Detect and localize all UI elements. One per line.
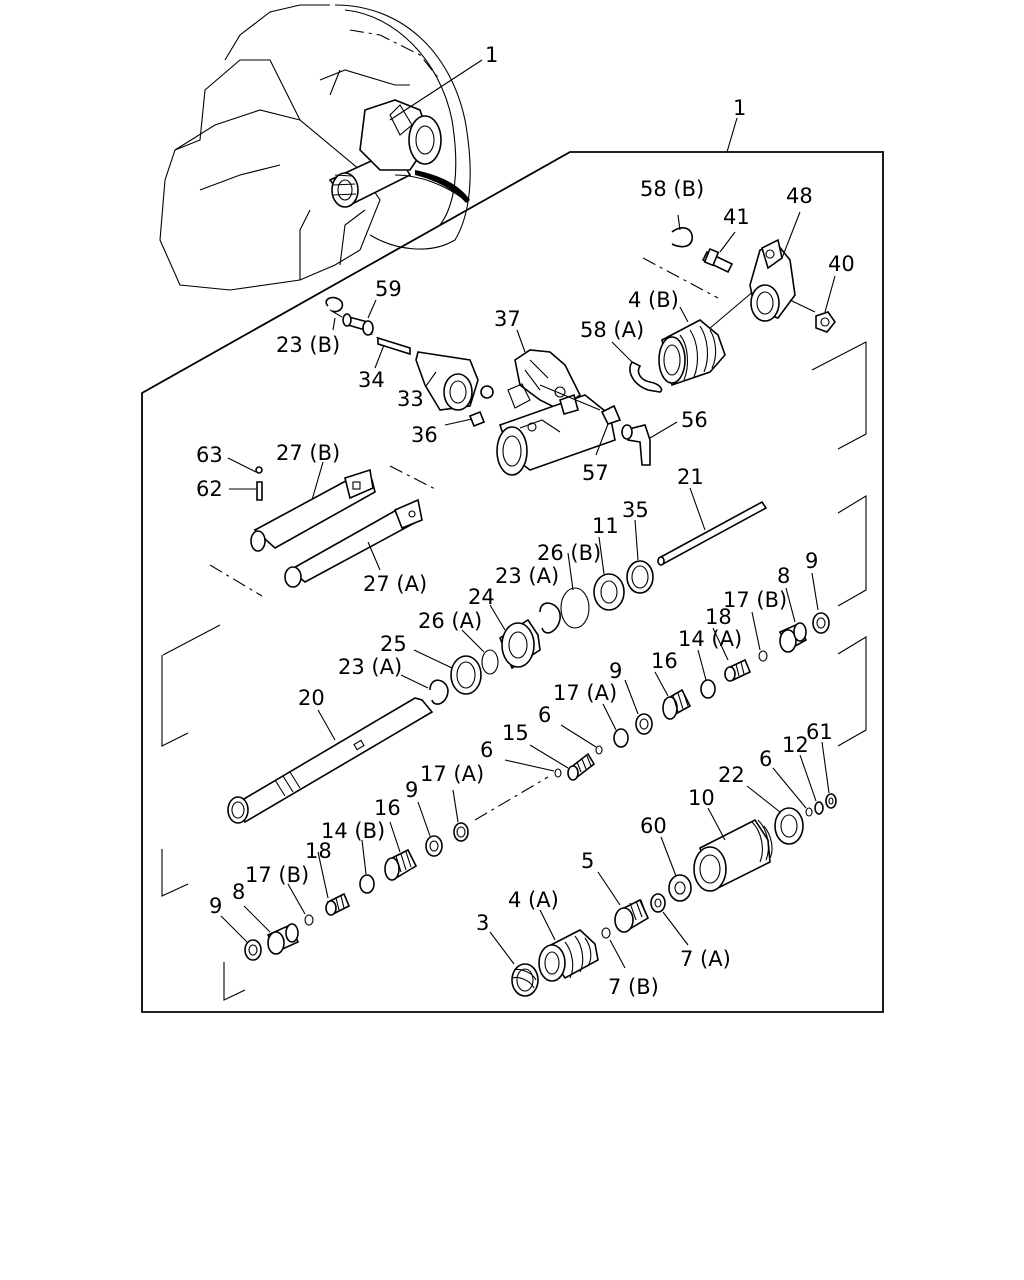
label-3: 3	[476, 911, 489, 935]
label-8-a: 8	[777, 564, 790, 588]
label-36: 36	[411, 423, 438, 447]
reference-brackets	[161, 341, 867, 1001]
label-4a: 4 (A)	[508, 888, 559, 912]
label-5: 5	[581, 849, 594, 873]
label-23a-2: 23 (A)	[338, 655, 402, 679]
label-6-c: 6	[759, 747, 772, 771]
label-25: 25	[380, 632, 407, 656]
lower-left-row-parts	[220, 776, 549, 961]
label-9-c: 9	[405, 778, 418, 802]
label-12: 12	[782, 733, 809, 757]
label-63: 63	[196, 443, 223, 467]
lower-right-parts	[489, 741, 837, 997]
label-7b: 7 (B)	[608, 975, 659, 999]
label-4b: 4 (B)	[628, 288, 679, 312]
label-6-b: 6	[480, 738, 493, 762]
shift-rods-27	[209, 457, 438, 597]
control-housing-assembly	[496, 329, 678, 476]
label-1-frame: 1	[733, 96, 746, 120]
right-row-parts	[504, 572, 830, 781]
label-15: 15	[502, 721, 529, 745]
label-7a: 7 (A)	[680, 947, 731, 971]
label-22: 22	[718, 763, 745, 787]
label-16-a: 16	[651, 649, 678, 673]
label-21: 21	[677, 465, 704, 489]
assembly-frame	[141, 151, 884, 1013]
label-58b: 58 (B)	[640, 177, 704, 201]
label-35: 35	[622, 498, 649, 522]
label-17b-b: 17 (B)	[245, 863, 309, 887]
upper-right-parts	[642, 211, 836, 346]
label-56: 56	[681, 408, 708, 432]
label-57: 57	[582, 461, 609, 485]
label-9-a: 9	[805, 549, 818, 573]
shift-lever-parts	[325, 296, 494, 428]
label-1-top: 1	[485, 43, 498, 67]
leader-1-top	[389, 59, 483, 121]
leader-1-frame	[726, 117, 738, 153]
label-40: 40	[828, 252, 855, 276]
label-18-b: 18	[305, 839, 332, 863]
label-59: 59	[375, 277, 402, 301]
boot-4b-and-clip-58a	[611, 306, 726, 393]
label-58a: 58 (A)	[580, 318, 644, 342]
label-37: 37	[494, 307, 521, 331]
label-11: 11	[592, 514, 619, 538]
label-14b: 14 (B)	[321, 819, 385, 843]
label-18-a: 18	[705, 605, 732, 629]
label-17a-b: 17 (A)	[420, 762, 484, 786]
label-48: 48	[786, 184, 813, 208]
label-26a: 26 (A)	[418, 609, 482, 633]
label-34: 34	[358, 368, 385, 392]
label-9-d: 9	[209, 894, 222, 918]
label-16-b: 16	[374, 796, 401, 820]
label-27a: 27 (A)	[363, 572, 427, 596]
label-41: 41	[723, 205, 750, 229]
label-23a-1: 23 (A)	[495, 564, 559, 588]
label-6-a: 6	[538, 703, 551, 727]
label-17a-a: 17 (A)	[553, 681, 617, 705]
label-17b-a: 17 (B)	[723, 588, 787, 612]
label-24: 24	[468, 585, 495, 609]
label-10: 10	[688, 786, 715, 810]
label-20: 20	[298, 686, 325, 710]
label-60: 60	[640, 814, 667, 838]
label-14a: 14 (A)	[678, 627, 742, 651]
label-33: 33	[397, 387, 424, 411]
label-8-b: 8	[232, 880, 245, 904]
label-62: 62	[196, 477, 223, 501]
transmission-housing	[159, 4, 471, 291]
label-23b: 23 (B)	[276, 333, 340, 357]
label-61: 61	[806, 720, 833, 744]
main-shaft-parts	[227, 487, 768, 824]
label-9-b: 9	[609, 659, 622, 683]
label-26b: 26 (B)	[537, 541, 601, 565]
label-27b: 27 (B)	[276, 441, 340, 465]
